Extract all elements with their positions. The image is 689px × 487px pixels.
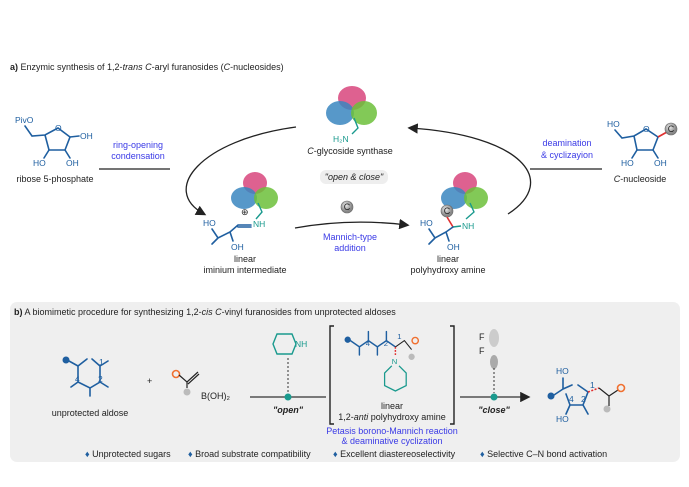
morpholine-icon: NH (272, 333, 307, 355)
svg-text:C: C (444, 206, 451, 216)
feature-3: Excellent diastereoselectivity (340, 449, 456, 459)
polyhydroxy-amine-structure: HO OH (420, 218, 460, 252)
enzyme-structure-icon (441, 172, 488, 209)
intermediate-label-1: linear (381, 401, 403, 411)
step-addition[interactable]: addition (334, 243, 366, 253)
svg-text:B(OH)₂: B(OH)₂ (201, 391, 230, 401)
amine-label-1: linear (437, 254, 459, 264)
svg-text:1: 1 (590, 380, 595, 390)
svg-text:2: 2 (581, 394, 586, 404)
svg-text:C: C (668, 124, 675, 134)
svg-text:NH: NH (253, 219, 265, 229)
svg-text:F: F (479, 346, 485, 356)
svg-text:HO: HO (420, 218, 433, 228)
feature-1: Unprotected sugars (92, 449, 171, 459)
step-deamination[interactable]: deamination (542, 138, 591, 148)
aldose-structure: 4 2 1 (62, 356, 109, 397)
c-group-icon (664, 122, 678, 136)
cycle-arrow-right (407, 123, 532, 215)
svg-text:1: 1 (397, 332, 401, 341)
intermediate-label-2: 1,2-anti polyhydroxy amine (338, 412, 446, 422)
svg-text:OH: OH (66, 158, 79, 168)
open-node-icon (284, 393, 292, 401)
svg-text:PivO: PivO (15, 115, 34, 125)
open-close-badge (320, 170, 388, 184)
svg-text:♦ Excellent diastereoselectivi: ♦ Excellent diastereoselectivity (333, 449, 456, 459)
plus-sign: + (147, 376, 152, 386)
feature-2: Broad substrate compatibility (195, 449, 311, 459)
feature-list: ♦ Unprotected sugars ♦ Broad substrate c… (85, 449, 607, 459)
product-ho-top: HO (556, 366, 569, 376)
svg-text:2: 2 (384, 339, 388, 348)
svg-text:N: N (392, 357, 398, 366)
aldose-label: unprotected aldose (52, 408, 129, 418)
step-condensation[interactable]: condensation (111, 151, 165, 161)
svg-text:♦ Unprotected sugars: ♦ Unprotected sugars (85, 449, 171, 459)
vinyl-boronic-acid: B(OH)₂ (171, 369, 230, 401)
bracket-left (329, 325, 334, 425)
svg-text:OH: OH (80, 131, 93, 141)
ribose-label: ribose 5-phosphate (16, 174, 93, 184)
svg-text:C: C (344, 202, 351, 212)
step-ring-opening[interactable]: ring-opening (113, 140, 163, 150)
c-vinyl-furanoside-product: 4 2 1 (547, 377, 626, 415)
amine-label-2: polyhydroxy amine (410, 265, 485, 275)
step-cyclization[interactable]: & cyclizayion (541, 150, 593, 160)
reaction-label-1: Petasis borono-Mannich reaction (326, 426, 458, 436)
svg-text:F: F (479, 332, 485, 342)
enzyme-amine: H₂N (333, 134, 349, 144)
step-mannich[interactable]: Mannich-type (323, 232, 377, 242)
svg-text:HO: HO (607, 119, 620, 129)
svg-text:1: 1 (99, 357, 104, 367)
svg-text:♦ Broad substrate compatibilit: ♦ Broad substrate compatibility (188, 449, 311, 459)
enzyme-label: C-glycoside synthase (307, 146, 393, 156)
difluorocarbene-icon: F F (479, 329, 499, 369)
polyhydroxy-amine-intermediate: 4 2 1 N (344, 330, 420, 392)
svg-text:OH: OH (447, 242, 460, 252)
c-reagent-icon (340, 200, 354, 214)
iminium-label-1: linear (234, 254, 256, 264)
cycle-arrow-left (185, 126, 297, 216)
svg-text:O: O (55, 123, 62, 133)
svg-text:4: 4 (75, 374, 80, 384)
iminium-label-2: iminium intermediate (203, 265, 286, 275)
mannich-arrow (294, 218, 410, 230)
panel-b (10, 302, 680, 462)
svg-text:NH: NH (295, 339, 307, 349)
close-node-icon (490, 393, 498, 401)
svg-text:♦ Selective C–N bond activatio: ♦ Selective C–N bond activation (480, 449, 607, 459)
enzyme-structure-icon (326, 86, 377, 125)
svg-text:OH: OH (654, 158, 667, 168)
svg-text:HO: HO (621, 158, 634, 168)
iminium-charge: ⊕ (241, 207, 249, 217)
feature-4: Selective C–N bond activation (487, 449, 607, 459)
panel-a-title: a) Enzymic synthesis of 1,2-trans C-aryl… (10, 62, 284, 72)
panel-b-title: b) A biomimetic procedure for synthesizi… (14, 307, 396, 317)
svg-text:NH: NH (462, 221, 474, 231)
c-nucleoside-label: C-nucleoside (614, 174, 667, 184)
svg-text:OH: OH (231, 242, 244, 252)
c-nucleoside-structure: HO O HO OH (607, 119, 668, 168)
iminium-structure: HO OH (203, 218, 252, 252)
open-label: "open" (273, 405, 304, 415)
product-ho-bottom: HO (556, 414, 569, 424)
bracket-right (450, 325, 455, 425)
svg-text:HO: HO (203, 218, 216, 228)
ribose-structure: PivO O OH HO OH (15, 115, 93, 168)
svg-text:4: 4 (569, 394, 574, 404)
svg-text:O: O (643, 124, 650, 134)
svg-text:HO: HO (33, 158, 46, 168)
reaction-label-2: & deaminative cyclization (341, 436, 442, 446)
enzyme-structure-icon (231, 172, 278, 209)
open-close-label: "open & close" (325, 172, 384, 182)
close-label: "close" (478, 405, 510, 415)
svg-text:2: 2 (98, 374, 103, 384)
svg-text:4: 4 (366, 339, 371, 348)
